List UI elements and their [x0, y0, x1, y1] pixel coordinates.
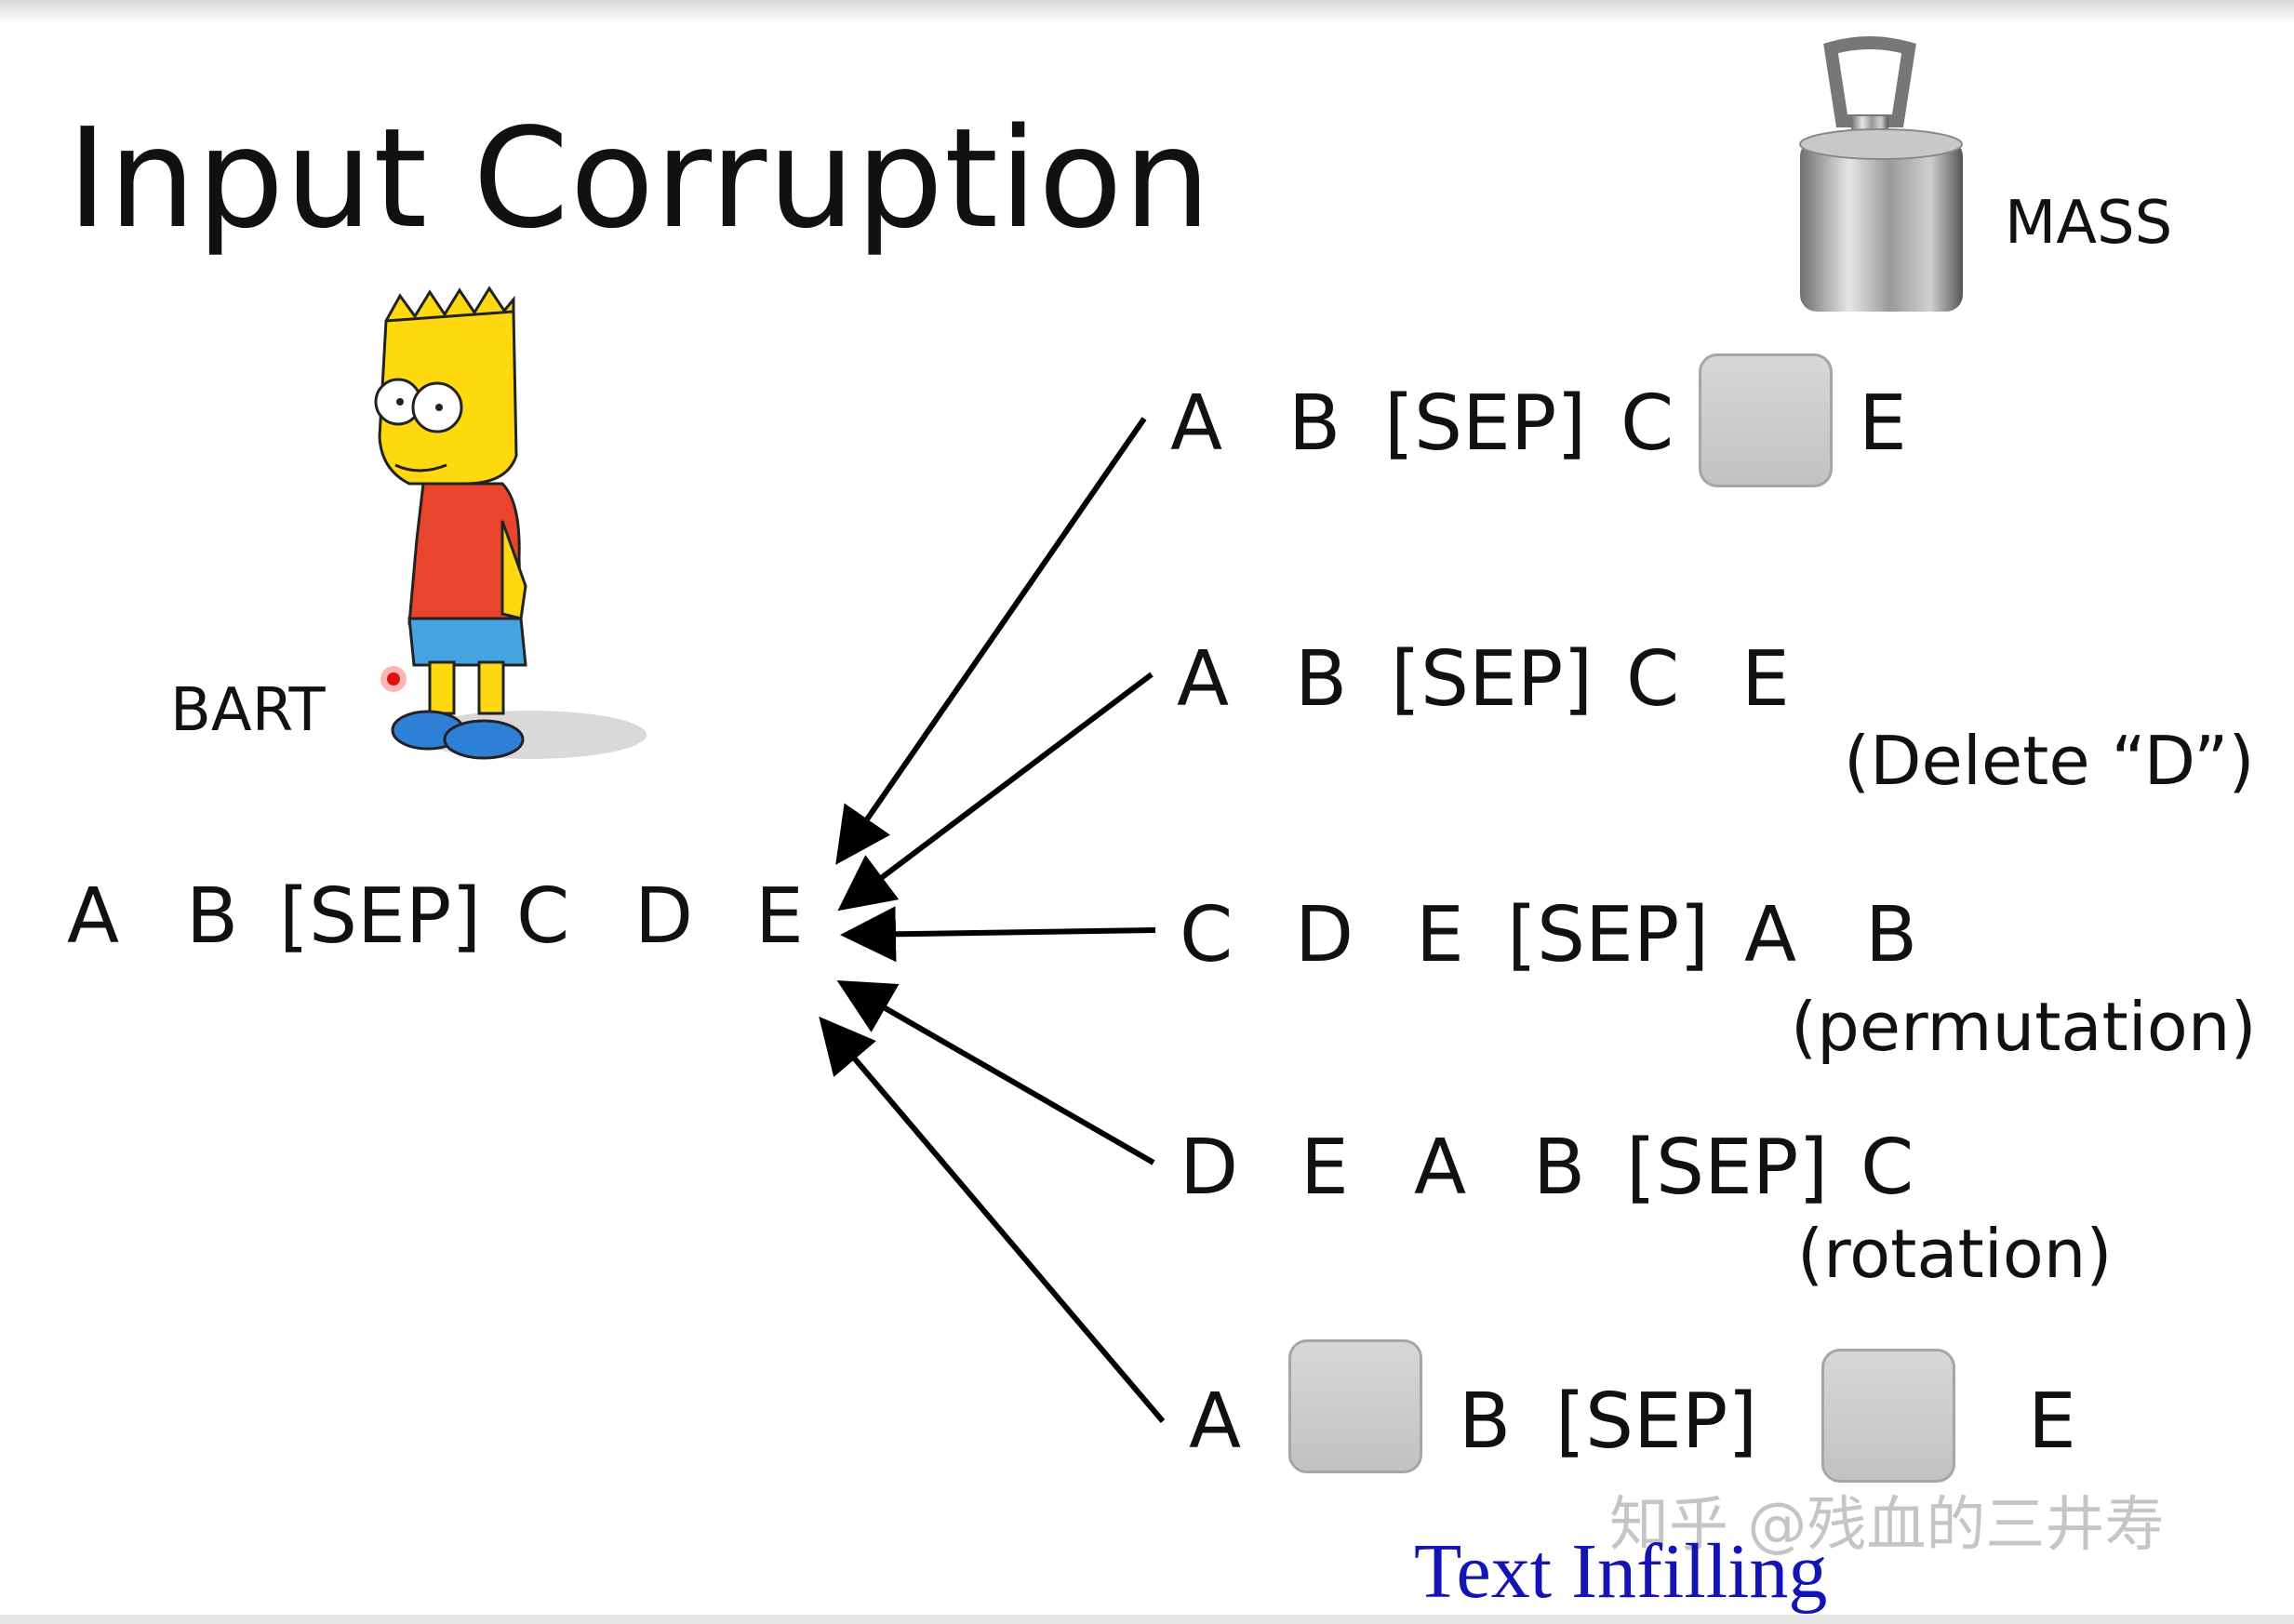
bart-shorts: [407, 617, 527, 667]
top-frame-edge: [0, 0, 2294, 24]
sequence-token: A: [1414, 1124, 1467, 1212]
sequence-token: A: [1170, 379, 1223, 468]
corruption-note: (Delete “D”): [1844, 722, 2255, 800]
sequence-token: D: [634, 872, 694, 961]
arrow-from-infilling: [819, 1016, 1166, 1423]
sequence-token: A: [1177, 635, 1230, 724]
slide-title: Input Corruption: [67, 99, 1212, 259]
bart-shoe-right: [443, 719, 525, 760]
sequence-token: C: [1861, 1124, 1914, 1212]
sequence-token: B: [1533, 1124, 1586, 1212]
sequence-token: C: [1180, 891, 1234, 979]
sequence-token: D: [1180, 1124, 1239, 1212]
weight-handle: [1823, 36, 1916, 127]
sequence-token: A: [1744, 891, 1797, 979]
sequence-token: E: [1741, 635, 1790, 724]
sequence-token: B: [1295, 635, 1348, 724]
sequence-token: B: [186, 872, 239, 961]
sequence-token: B: [1288, 379, 1341, 468]
mass-label: MASS: [2005, 189, 2173, 258]
sequence-token: [SEP]: [1391, 635, 1594, 724]
pointer-dot: [387, 672, 400, 686]
bart-leg-left: [428, 660, 456, 715]
sequence-token: E: [1300, 1124, 1349, 1212]
sequence-token: [SEP]: [1507, 891, 1710, 979]
sequence-token: E: [2028, 1378, 2076, 1466]
sequence-token: [SEP]: [1626, 1124, 1829, 1212]
bart-label: BART: [170, 676, 326, 745]
mask-token: [1288, 1339, 1422, 1473]
text-infilling-label: Text Infilling: [1414, 1528, 1828, 1615]
arrow-from-delete: [837, 672, 1154, 912]
sequence-token: C: [1626, 635, 1680, 724]
sequence-token: E: [1859, 379, 1907, 468]
arrow-from-permutation: [840, 906, 1156, 963]
sequence-token: [SEP]: [279, 872, 482, 961]
bart-mouth: [394, 463, 447, 473]
sequence-token: [SEP]: [1384, 379, 1587, 468]
sequence-token: [SEP]: [1555, 1378, 1758, 1466]
sequence-token: E: [755, 872, 804, 961]
sequence-token: A: [1189, 1378, 1242, 1466]
sequence-token: A: [67, 872, 120, 961]
corruption-note: (rotation): [1797, 1215, 2113, 1293]
sequence-token: C: [1620, 379, 1674, 468]
sequence-token: B: [1865, 891, 1918, 979]
mask-token: [1821, 1349, 1955, 1483]
watermark: 知乎 @残血的三井寿: [1609, 1491, 2165, 1560]
arrow-from-mass: [835, 417, 1147, 865]
sequence-token: E: [1416, 891, 1464, 979]
corruption-note: (permutation): [1791, 988, 2257, 1066]
weight-body: [1800, 140, 1963, 312]
sequence-token: B: [1459, 1378, 1512, 1466]
bart-leg-right: [477, 660, 505, 715]
bottom-frame-edge: [0, 1615, 2294, 1624]
sequence-token: D: [1295, 891, 1354, 979]
arrow-from-rotation: [836, 980, 1155, 1165]
sequence-token: C: [516, 872, 570, 961]
mask-token: [1699, 353, 1833, 487]
